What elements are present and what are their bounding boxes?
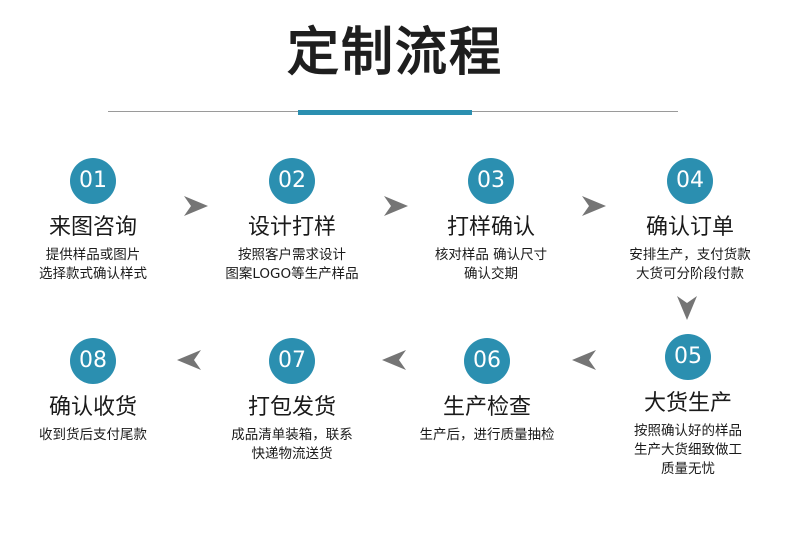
title-accent-bar	[298, 110, 472, 115]
step-title: 确认订单	[645, 215, 734, 240]
step-title: 打包发货	[247, 395, 336, 420]
step-number-badge: 01	[70, 158, 116, 204]
step-number-badge: 08	[70, 338, 116, 384]
arrow-left-icon	[175, 346, 203, 374]
step-title: 生产检查	[442, 395, 531, 420]
arrow-right-icon	[182, 192, 210, 220]
step-description: 收到货后支付尾款	[39, 427, 147, 443]
step-03: 03 打样确认 核对样品 确认尺寸确认交期	[401, 158, 581, 284]
step-title: 大货生产	[643, 391, 732, 416]
page-title: 定制流程	[286, 23, 503, 83]
step-description: 生产后，进行质量抽检	[419, 427, 555, 443]
step-description: 按照客户需求设计图案LOGO等生产样品	[225, 247, 359, 282]
step-number-badge: 04	[667, 158, 713, 204]
step-04: 04 确认订单 安排生产，支付货款大货可分阶段付款	[600, 158, 780, 284]
step-08: 08 确认收货 收到货后支付尾款	[3, 338, 183, 445]
step-description: 按照确认好的样品生产大货细致做工质量无忧	[634, 423, 742, 477]
step-07: 07 打包发货 成品清单装箱，联系快递物流送货	[202, 338, 382, 464]
arrow-right-icon	[382, 192, 410, 220]
step-number-badge: 06	[464, 338, 510, 384]
arrow-left-icon	[380, 346, 408, 374]
step-number-badge: 03	[468, 158, 514, 204]
step-01: 01 来图咨询 提供样品或图片选择款式确认样式	[3, 158, 183, 284]
step-05: 05 大货生产 按照确认好的样品生产大货细致做工质量无忧	[598, 334, 778, 479]
step-number-badge: 02	[269, 158, 315, 204]
step-description: 核对样品 确认尺寸确认交期	[434, 247, 548, 282]
step-number-badge: 05	[665, 334, 711, 380]
step-number-badge: 07	[269, 338, 315, 384]
step-06: 06 生产检查 生产后，进行质量抽检	[397, 338, 577, 445]
arrow-left-icon	[570, 346, 598, 374]
arrow-down-icon	[673, 294, 701, 322]
step-description: 成品清单装箱，联系快递物流送货	[231, 427, 353, 462]
arrow-right-icon	[580, 192, 608, 220]
step-description: 提供样品或图片选择款式确认样式	[39, 247, 147, 282]
step-title: 确认收货	[48, 395, 137, 420]
step-title: 设计打样	[247, 215, 336, 240]
step-title: 来图咨询	[48, 215, 137, 240]
step-title: 打样确认	[446, 215, 535, 240]
step-description: 安排生产，支付货款大货可分阶段付款	[629, 247, 751, 282]
step-02: 02 设计打样 按照客户需求设计图案LOGO等生产样品	[202, 158, 382, 284]
